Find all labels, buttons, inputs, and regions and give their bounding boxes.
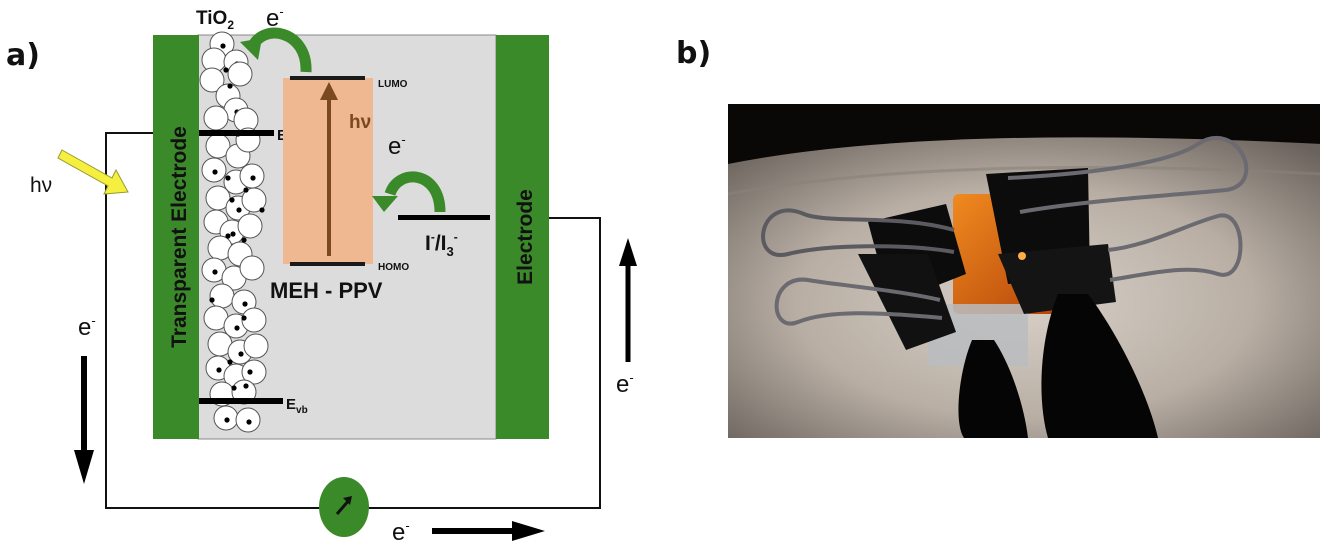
electron-dot (236, 207, 242, 213)
tio2-particle (239, 255, 265, 281)
evb-level (199, 398, 283, 404)
evb-label: Evb (286, 396, 308, 416)
left-binder-clip (761, 204, 966, 350)
electron-injection-arrow (240, 27, 312, 73)
electron-dot (225, 233, 231, 239)
lumo-label: LUMO (378, 79, 408, 90)
tio2-particle (241, 359, 267, 385)
electron-dot (230, 231, 236, 237)
incident-light-arrow (57, 149, 129, 195)
tio2-particle (241, 307, 267, 333)
electron-label-right: e- (616, 370, 634, 398)
tio2-particle (237, 213, 263, 239)
tio2-particle (199, 67, 225, 93)
electron-dot (220, 43, 226, 49)
electron-dot (241, 315, 247, 321)
electron-dot (216, 367, 222, 373)
electron-dot (247, 369, 253, 375)
tio2-particle (209, 283, 235, 309)
bottom-current-arrowhead (512, 521, 545, 541)
electron-label-injection: e- (266, 4, 284, 32)
electron-dot (225, 175, 231, 181)
electron-dot (243, 187, 249, 193)
electron-dot (224, 417, 230, 423)
electron-label-left: e- (78, 313, 96, 341)
electron-dot (231, 385, 237, 391)
tio2-nanoparticles (199, 31, 269, 433)
right-current-arrowhead (619, 238, 637, 266)
tio2-particle (203, 105, 229, 131)
redox-label: I-/I3- (425, 230, 458, 259)
electrode-label: Electrode (514, 189, 537, 285)
electron-dot (250, 175, 256, 181)
device-photo (728, 104, 1320, 438)
excitation-arrowhead (320, 82, 338, 100)
panel-a-label: a) (6, 38, 40, 73)
homo-label: HOMO (378, 262, 409, 273)
tio2-particle (243, 333, 269, 359)
electron-dot (212, 169, 218, 175)
electron-dot (259, 207, 265, 213)
electron-dot (243, 383, 249, 389)
transparent-electrode (153, 35, 199, 439)
electron-regeneration-arrow (372, 171, 446, 213)
panel-b-label: b) (676, 36, 712, 71)
lumo-level (290, 76, 365, 80)
redox-level (398, 215, 490, 220)
electron-dot (227, 359, 233, 365)
tio2-particle (241, 187, 267, 213)
electron-dot (223, 67, 229, 73)
excitation-label: hν (349, 112, 371, 133)
homo-level (290, 262, 365, 266)
solar-cell-schematic: Transparent Electrode Electrode Ecb Evb … (30, 4, 637, 546)
counter-electrode (496, 35, 549, 439)
electron-dot (212, 269, 218, 275)
electron-dot (238, 351, 244, 357)
right-probe-lead (1041, 294, 1158, 438)
electron-dot (209, 297, 215, 303)
ecb-level (199, 130, 274, 136)
electron-dot (234, 325, 240, 331)
electron-dot (242, 301, 248, 307)
left-probe-lead (958, 340, 1028, 438)
tio2-particle (227, 61, 253, 87)
electron-dot (241, 237, 247, 243)
galvanometer-icon (319, 477, 369, 537)
polymer-label: MEH - PPV (270, 278, 383, 303)
electron-dot (246, 419, 252, 425)
electron-dot (227, 83, 233, 89)
left-current-arrowhead (74, 450, 94, 484)
electron-label-regeneration: e- (388, 132, 406, 160)
light-label: hν (30, 174, 52, 197)
tio2-label: TiO2 (196, 8, 234, 32)
transparent-electrode-label: Transparent Electrode (168, 126, 191, 348)
electron-dot (229, 197, 235, 203)
electron-label-bottom: e- (392, 518, 410, 546)
